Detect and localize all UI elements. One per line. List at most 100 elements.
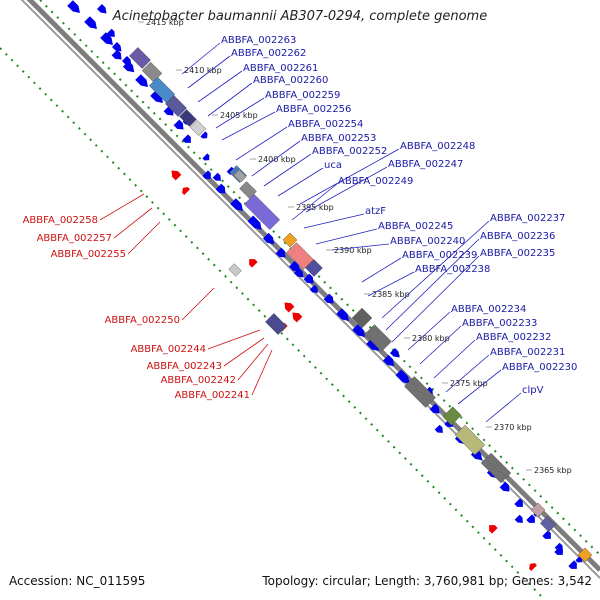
forward-gene-label: ABBFA_002239	[402, 250, 477, 261]
forward-gene-label: ABBFA_002245	[378, 221, 453, 232]
forward-gene-23	[395, 369, 410, 384]
forward-gene-25-shape	[429, 403, 440, 414]
forward-gene-label: ABBFA_002253	[301, 133, 376, 144]
forward-gene-label: ABBFA_002256	[276, 104, 351, 115]
forward-gene-outer-15	[389, 347, 400, 358]
reverse-gene-label: ABBFA_002257	[37, 233, 112, 244]
reverse-gene-label: ABBFA_002241	[175, 390, 250, 401]
forward-gene-label: ABBFA_002238	[415, 264, 490, 275]
gc-track-outer	[39, 0, 600, 556]
scale-tick-label: 2405 kbp	[220, 111, 258, 120]
reverse-label-leader	[181, 287, 215, 321]
cluster-block-21	[233, 169, 247, 183]
forward-label-leader	[291, 183, 338, 221]
cluster-block-0-body	[129, 47, 151, 69]
scale-tick-label: 2400 kbp	[258, 155, 296, 164]
gene-labels: ABBFA_002263ABBFA_002262ABBFA_002261ABBF…	[23, 35, 577, 423]
forward-gene-label: ABBFA_002237	[490, 213, 565, 224]
cluster-block-14-body	[404, 376, 436, 408]
gc-track-inner	[0, 47, 546, 600]
forward-gene-label: ABBFA_002235	[480, 248, 555, 259]
cluster-block-4	[179, 109, 197, 127]
forward-label-leader	[303, 213, 365, 229]
forward-label-leader	[361, 257, 402, 283]
forward-gene-3-shape	[111, 49, 122, 60]
forward-gene-11	[215, 183, 226, 194]
forward-gene-3	[111, 49, 122, 60]
forward-gene-31	[514, 498, 523, 507]
forward-gene-8-shape	[173, 119, 184, 130]
forward-gene-outer-15-shape	[389, 347, 400, 358]
forward-gene-outer-12	[293, 267, 304, 278]
forward-gene-outer-20	[554, 542, 563, 551]
forward-gene-21	[366, 338, 379, 351]
forward-gene-label: ABBFA_002231	[490, 347, 565, 358]
cluster-block-13	[364, 324, 392, 352]
forward-gene-label: ABBFA_002263	[221, 35, 296, 46]
forward-label-leader	[187, 55, 231, 89]
reverse-label-leader	[207, 329, 261, 350]
reverse-label-leader	[251, 349, 273, 396]
reverse-gene-4-shape	[292, 312, 303, 323]
forward-gene-2-shape	[100, 32, 113, 45]
forward-gene-outer-3	[121, 55, 132, 66]
forward-label-leader	[367, 271, 415, 297]
forward-gene-21-shape	[366, 338, 379, 351]
reverse-label-leader	[127, 221, 161, 255]
reverse-gene-label: ABBFA_002244	[131, 344, 206, 355]
forward-label-leader	[445, 354, 490, 393]
cluster-block-12-body	[351, 307, 373, 329]
cluster-block-5	[189, 119, 207, 137]
cluster-block-18	[530, 502, 546, 518]
cluster-block-20	[577, 547, 593, 563]
cluster-block-9	[282, 232, 298, 248]
forward-gene-label: ABBFA_002261	[243, 63, 318, 74]
forward-gene-label: ABBFA_002254	[288, 119, 363, 130]
cluster-block-7-body	[239, 181, 257, 199]
forward-gene-label: clpV	[522, 385, 544, 396]
cluster-block-10	[286, 242, 314, 270]
reverse-label-leader	[237, 343, 269, 381]
forward-gene-outer-8	[200, 131, 208, 139]
cluster-block-19	[539, 515, 557, 533]
scale-tick-label: 2375 kbp	[450, 379, 488, 388]
cluster-block-20-body	[577, 547, 593, 563]
reverse-gene-3-shape	[284, 302, 295, 313]
reverse-gene-0	[171, 170, 182, 181]
forward-gene-outer-18-shape	[514, 514, 523, 523]
forward-gene-outer-12-shape	[293, 267, 304, 278]
forward-gene-outer-17	[434, 424, 443, 433]
forward-gene-25	[429, 403, 440, 414]
forward-gene-outer-9	[202, 153, 210, 161]
forward-gene-19	[336, 308, 349, 321]
forward-label-leader	[433, 339, 476, 379]
forward-gene-outer-10-shape	[212, 172, 221, 181]
forward-gene-label: ABBFA_002232	[476, 332, 551, 343]
cluster-block-0	[129, 47, 151, 69]
cluster-block-7	[239, 181, 257, 199]
forward-label-leader	[251, 140, 301, 177]
cluster-block-14	[404, 376, 436, 408]
cluster-block-11-body	[305, 259, 323, 277]
reverse-gene-label: ABBFA_002255	[51, 249, 126, 260]
forward-gene-outer-10	[212, 172, 221, 181]
forward-gene-outer-2	[111, 41, 122, 52]
forward-gene-outer-18	[514, 514, 523, 523]
cluster-block-22-body	[228, 263, 242, 277]
cluster-block-21-body	[233, 169, 247, 183]
cluster-block-5-body	[189, 119, 207, 137]
forward-gene-12	[230, 198, 243, 211]
forward-gene-20	[352, 324, 365, 337]
cluster-block-16	[454, 424, 486, 456]
forward-gene-outer-8-shape	[200, 131, 208, 139]
scale-tick-label: 2370 kbp	[494, 423, 532, 432]
forward-gene-label: ABBFA_002230	[502, 362, 577, 373]
accession-label: Accession: NC_011595	[9, 574, 146, 588]
reverse-gene-label: ABBFA_002250	[105, 315, 180, 326]
cluster-block-18-body	[530, 502, 546, 518]
forward-gene-0	[67, 0, 80, 13]
cluster-block-2-body	[148, 76, 176, 104]
forward-gene-13-shape	[247, 215, 262, 230]
reverse-gene-2	[249, 259, 258, 268]
forward-label-leader	[215, 97, 265, 129]
